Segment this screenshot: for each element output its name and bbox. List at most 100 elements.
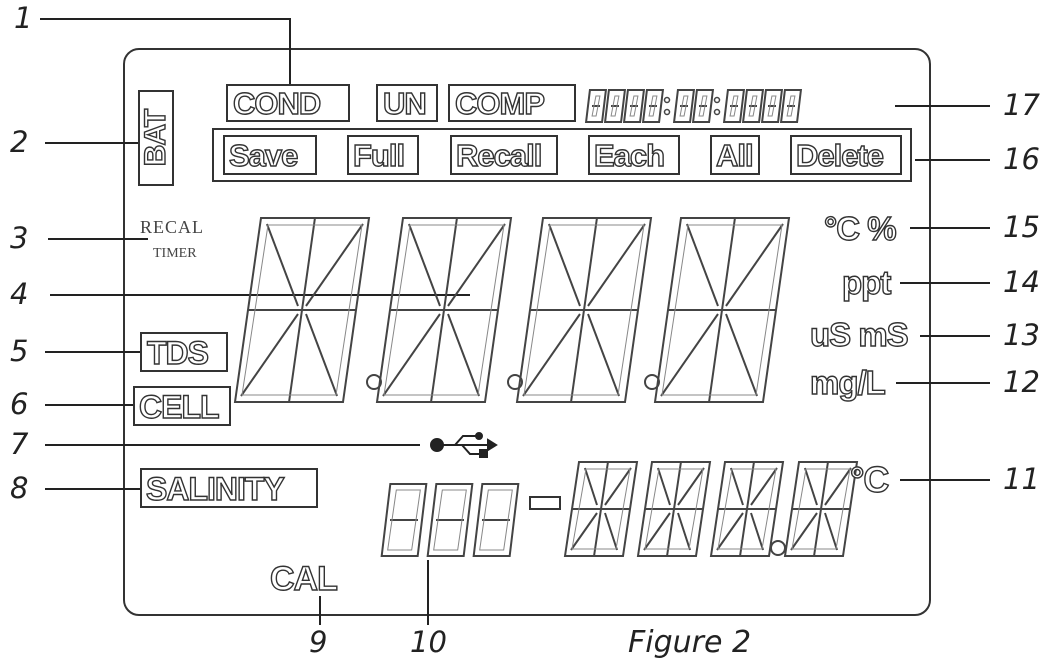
cal-indicator: CAL (269, 560, 338, 598)
clock-digit-7-outline (722, 89, 746, 123)
temp-digit-1-diag-d (604, 512, 618, 551)
main-digit-3-vert (570, 217, 598, 403)
temp-digit-3-diag-b (750, 467, 778, 506)
main-digit-3-diag-c (522, 313, 581, 397)
main-digit-2-inner (383, 224, 505, 396)
callout-7: 7 (10, 427, 29, 461)
lcd-frame (123, 48, 931, 616)
leader-1 (40, 18, 291, 84)
callout-15: 15 (1003, 210, 1040, 244)
segment-digits (233, 89, 859, 557)
clock-colon-dot-4 (713, 108, 721, 116)
recall-box: Recall (450, 135, 558, 175)
clock-digit-3-inner (629, 95, 639, 117)
main-digit-1-vert (288, 217, 316, 403)
clock-digit-9-inner (767, 95, 777, 117)
cond-indicator: COND (232, 86, 322, 121)
main-digit-1-inner (241, 224, 363, 396)
bat-box: BAT (138, 90, 174, 186)
temp-digit-3-vert (739, 461, 755, 557)
callout-14: 14 (1003, 265, 1040, 299)
small-digit-3-inner (479, 489, 513, 551)
temp-digit-3-outline (709, 461, 785, 557)
main-digit-2-outline (375, 217, 513, 403)
main-digit-1-diag-b (305, 223, 364, 307)
callout-5: 5 (10, 334, 29, 368)
temp-digit-1-diag-a (584, 467, 598, 506)
timer-label: TIMER (153, 246, 197, 261)
clock-colon-dot-3 (713, 96, 721, 104)
temp-digit-4-diag-a (804, 467, 818, 506)
temp-digit-2-diag-a (657, 467, 671, 506)
clock-digit-10-inner (786, 95, 796, 117)
clock-digit-1-outline (584, 89, 608, 123)
clock-digit-5-inner (679, 95, 689, 117)
clock-digit-7-inner (729, 95, 739, 117)
clock-digit-8-outline (741, 89, 765, 123)
clock-colon-dot-1 (663, 96, 671, 104)
mg-l-unit: mg/L (809, 364, 886, 401)
callout-3: 3 (10, 221, 29, 255)
main-digit-4-vert (708, 217, 736, 403)
save-box: Save (223, 135, 317, 175)
main-digit-4-inner (661, 224, 783, 396)
temp-digit-4-diag-c (790, 512, 818, 551)
temp-digit-1-vert (593, 461, 609, 557)
temp-digit-1-outline (563, 461, 639, 557)
clock-digit-4-inner (648, 95, 658, 117)
clock-digit-1-inner (591, 95, 601, 117)
callout-2: 2 (10, 125, 29, 159)
small-digit-2-outline (426, 483, 474, 557)
main-digit-3-outline (515, 217, 653, 403)
clock-digit-8-inner (748, 95, 758, 117)
celsius-percent-unit: °C % (823, 210, 897, 247)
figure-caption: Figure 2 (628, 625, 752, 660)
each-box: Each (588, 135, 680, 175)
main-digit-4-diag-a (686, 223, 719, 307)
celsius-unit: °C (849, 459, 890, 500)
main-decimal-3 (644, 374, 660, 390)
callout-9: 9 (309, 625, 328, 659)
comp-box: COMP (448, 84, 576, 122)
temp-digit-4-diag-d (824, 512, 838, 551)
un-box: UN (376, 84, 438, 122)
callout-6: 6 (10, 387, 29, 421)
save-indicator: Save (228, 138, 299, 173)
all-box: All (710, 135, 760, 175)
clock-digit-2-inner (610, 95, 620, 117)
clock-digit-10-outline (779, 89, 803, 123)
temp-digit-4-inner (791, 468, 851, 550)
clock-digit-2-outline (603, 89, 627, 123)
main-digit-3-inner (523, 224, 645, 396)
bat-indicator: BAT (138, 109, 172, 167)
small-digit-3-outline (472, 483, 520, 557)
small-digit-1-inner (387, 489, 421, 551)
callout-4: 4 (10, 277, 29, 311)
salinity-indicator: SALINITY (145, 471, 285, 507)
cond-box: COND (226, 84, 350, 122)
temp-digit-4-diag-b (824, 467, 852, 506)
each-indicator: Each (593, 138, 666, 173)
main-digit-2-vert (430, 217, 458, 403)
main-digit-2-diag-c (382, 313, 441, 397)
delete-box: Delete (790, 135, 902, 175)
main-digit-4-diag-d (725, 313, 758, 397)
recall-indicator: Recall (455, 138, 543, 173)
temp-digit-4-outline (783, 461, 859, 557)
temp-digit-2-inner (644, 468, 704, 550)
salinity-box: SALINITY (140, 468, 318, 508)
main-digit-3-diag-d (587, 313, 620, 397)
tds-indicator: TDS (146, 335, 209, 371)
callout-16: 16 (1003, 142, 1040, 176)
clock-digit-5-outline (672, 89, 696, 123)
main-digit-1-diag-d (305, 313, 338, 397)
main-digit-4-diag-c (660, 313, 719, 397)
clock-digit-6-outline (691, 89, 715, 123)
temp-decimal (770, 540, 786, 556)
small-digit-1-outline (380, 483, 428, 557)
usb-icon (430, 432, 498, 458)
callout-8: 8 (10, 471, 29, 505)
temp-digit-2-outline (636, 461, 712, 557)
